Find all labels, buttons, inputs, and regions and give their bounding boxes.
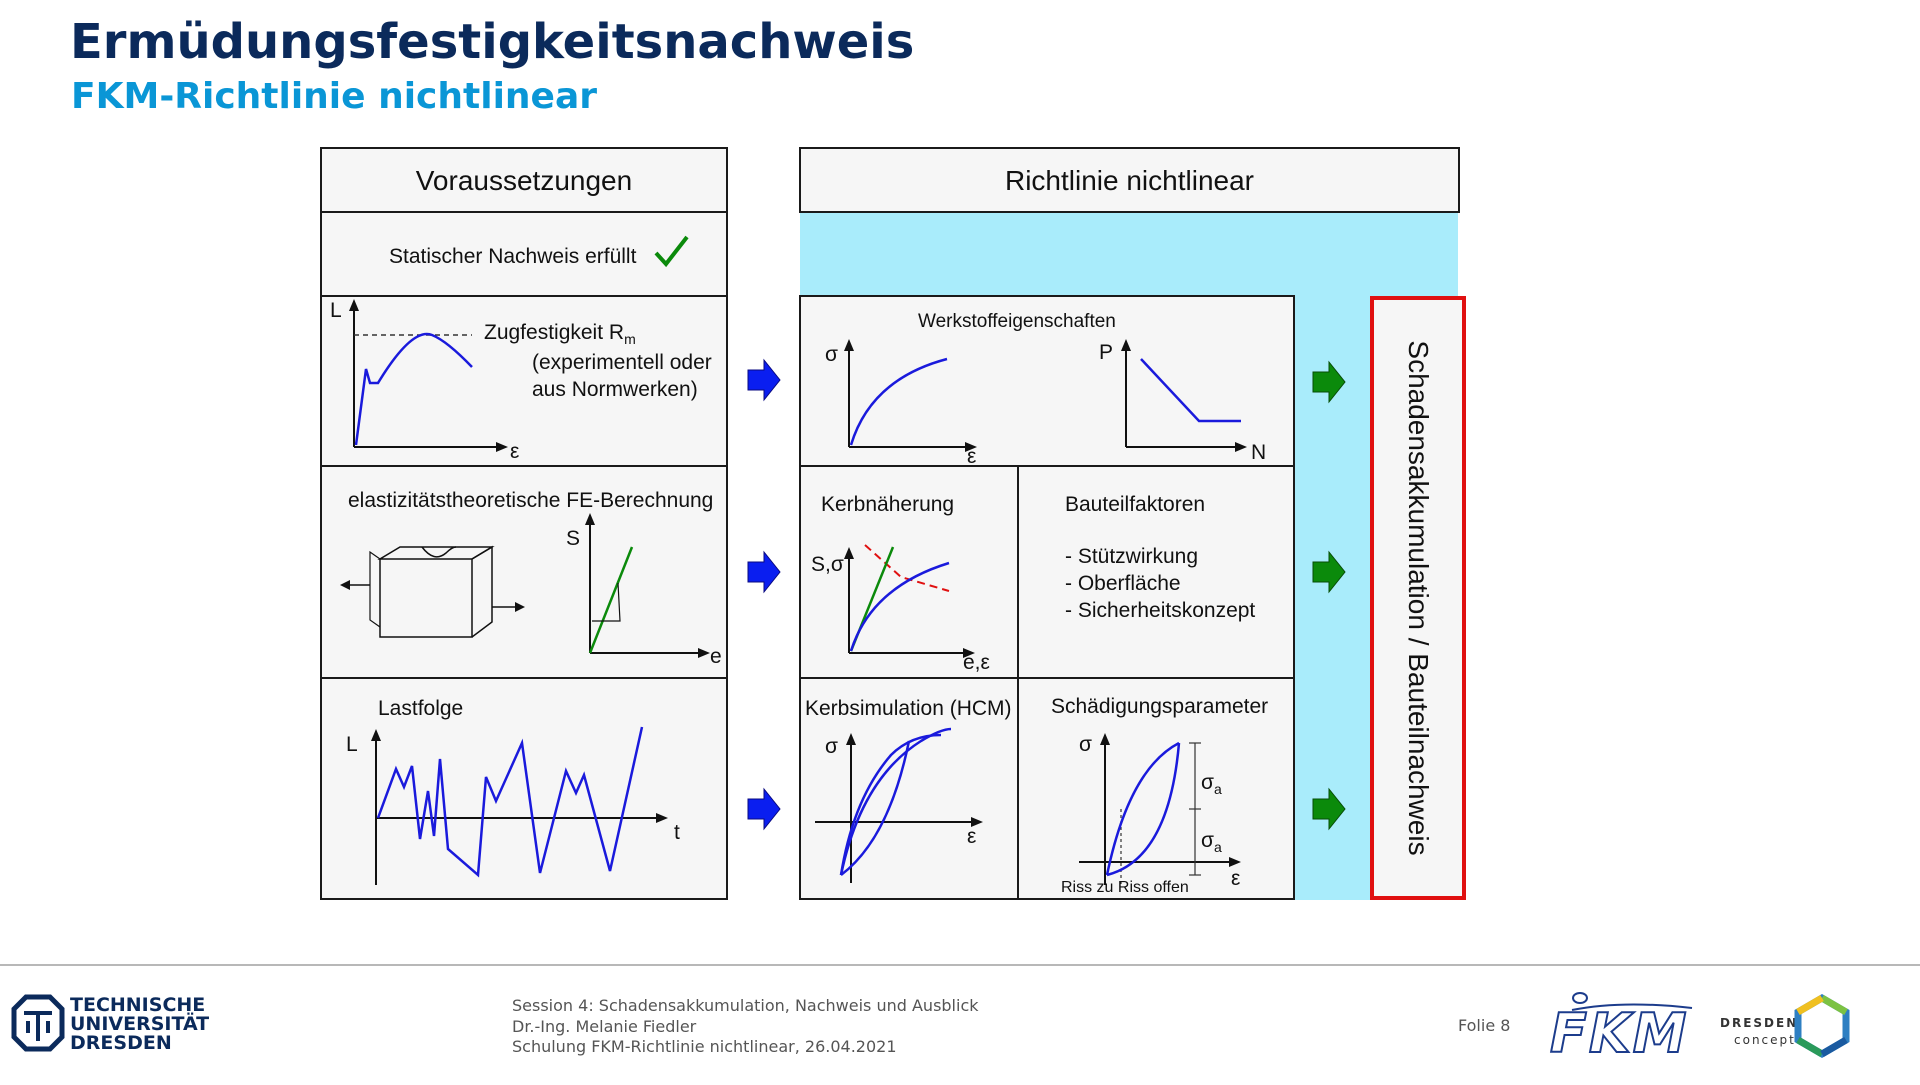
hcm-title: Kerbsimulation (HCM) — [805, 697, 1012, 720]
notch-title: Kerbnäherung — [821, 493, 955, 516]
hcm-axis-y: σ — [825, 735, 838, 758]
left-heading-box: Voraussetzungen — [320, 147, 728, 213]
static-check-label: Statischer Nachweis erfüllt — [389, 245, 637, 268]
material-axis-sigma: σ — [825, 343, 838, 366]
load-axis-y: L — [346, 733, 358, 756]
damage-title: Schädigungsparameter — [1051, 695, 1269, 718]
slide-number: Folie 8 — [1458, 1016, 1511, 1035]
result-label: Schadensakkumulation / Bauteilnachweis — [1403, 340, 1434, 856]
tensile-graph — [349, 299, 508, 452]
arrow-right-icon — [1312, 360, 1346, 404]
hcm-box: Kerbsimulation (HCM) σ ε — [799, 677, 1019, 900]
fe-axis-y: S — [566, 527, 581, 550]
arrow-right-icon — [747, 787, 781, 831]
tensile-label-sub: m — [624, 331, 636, 348]
dresden-concept-logo-icon — [1794, 993, 1850, 1059]
static-check-box: Statischer Nachweis erfüllt — [320, 211, 728, 297]
page-subtitle: FKM-Richtlinie nichtlinear — [71, 76, 598, 117]
load-title: Lastfolge — [378, 697, 464, 720]
arrow-right-icon — [747, 358, 781, 402]
damage-axis-y: σ — [1079, 733, 1092, 756]
left-heading: Voraussetzungen — [415, 165, 633, 196]
damage-sigma-a-lower-sub: a — [1213, 839, 1222, 856]
component-item-1: - Stützwirkung — [1065, 545, 1199, 568]
arrow-right-icon — [1312, 550, 1346, 594]
check-icon — [654, 235, 689, 268]
tensile-label: Zugfestigkeit Rm — [484, 321, 636, 347]
dresden-concept-line-2: concept — [1734, 1033, 1796, 1047]
material-axis-p: P — [1099, 341, 1114, 364]
material-title: Werkstoffeigenschaften — [918, 311, 1116, 332]
damage-crack-label: Riss zu Riss offen — [1061, 879, 1189, 896]
tensile-box: L ε Zugfestigkeit Rm (experimentell oder… — [320, 295, 728, 467]
arrow-right-icon — [1312, 787, 1346, 831]
fkm-logo-icon — [1571, 992, 1693, 1011]
component-item-3: - Sicherheitskonzept — [1065, 599, 1256, 622]
tensile-label-text: Zugfestigkeit R — [484, 321, 625, 344]
damage-sigma-a-upper-text: σ — [1201, 771, 1214, 794]
result-box: Schadensakkumulation / Bauteilnachweis — [1370, 296, 1466, 900]
load-box: Lastfolge L t — [320, 677, 728, 900]
tud-line-2: UNIVERSITÄT — [70, 1013, 210, 1035]
fe-graph — [340, 513, 710, 658]
hcm-graph — [815, 727, 983, 883]
tud-logo-icon — [11, 994, 65, 1052]
notch-axis-y: S,σ — [811, 553, 844, 576]
footer-divider — [0, 964, 1920, 966]
load-axis-x: t — [674, 821, 680, 844]
material-axis-n: N — [1251, 441, 1267, 464]
notch-graph — [844, 544, 975, 658]
damage-axis-x: ε — [1231, 867, 1241, 890]
footer-author: Dr.-Ing. Melanie Fiedler — [512, 1017, 697, 1036]
fkm-logo-text: FKM — [1549, 1001, 1689, 1066]
tensile-axis-y: L — [330, 299, 342, 322]
damage-sigma-a-lower-text: σ — [1201, 829, 1214, 852]
notch-axis-x: e,ε — [963, 651, 990, 674]
damage-graph — [1079, 733, 1241, 885]
load-graph — [371, 726, 668, 885]
tud-line-3: DRESDEN — [70, 1032, 172, 1054]
footer-course: Schulung FKM-Richtlinie nichtlinear, 26.… — [512, 1037, 897, 1056]
notch-box: Kerbnäherung S,σ e,ε — [799, 465, 1019, 679]
damage-box: Schädigungsparameter σ ε σa σa Riss zu R… — [1017, 677, 1295, 900]
dresden-concept-line-1: DRESDEN — [1720, 1016, 1799, 1030]
page-title: Ermüdungsfestigkeitsnachweis — [70, 14, 915, 70]
damage-sigma-a-lower: σa — [1201, 829, 1222, 855]
right-heading: Richtlinie nichtlinear — [1004, 165, 1254, 196]
material-box: Werkstoffeigenschaften σ ε P N — [799, 295, 1295, 468]
component-box: Bauteilfaktoren - Stützwirkung - Oberflä… — [1017, 465, 1295, 679]
right-heading-box: Richtlinie nichtlinear — [799, 147, 1460, 213]
arrow-right-icon — [747, 550, 781, 594]
footer-session: Session 4: Schadensakkumulation, Nachwei… — [512, 996, 979, 1015]
tensile-note-2: aus Normwerken) — [532, 378, 698, 401]
material-axis-eps: ε — [967, 445, 977, 468]
component-title: Bauteilfaktoren — [1065, 493, 1206, 516]
fe-axis-x: e — [710, 645, 722, 668]
damage-sigma-a-upper-sub: a — [1213, 781, 1222, 798]
tensile-axis-x: ε — [510, 440, 520, 463]
fe-title: elastizitätstheoretische FE-Berechnung — [348, 489, 714, 512]
tensile-note-1: (experimentell oder — [532, 351, 712, 374]
component-item-2: - Oberfläche — [1065, 572, 1181, 595]
tud-line-1: TECHNISCHE — [70, 994, 206, 1016]
tud-logo-text: TECHNISCHE UNIVERSITÄT DRESDEN — [70, 996, 209, 1053]
material-graph — [844, 339, 1247, 452]
fe-box: elastizitätstheoretische FE-Berechnung S… — [320, 465, 728, 679]
hcm-axis-x: ε — [967, 825, 977, 848]
damage-sigma-a-upper: σa — [1201, 771, 1222, 797]
